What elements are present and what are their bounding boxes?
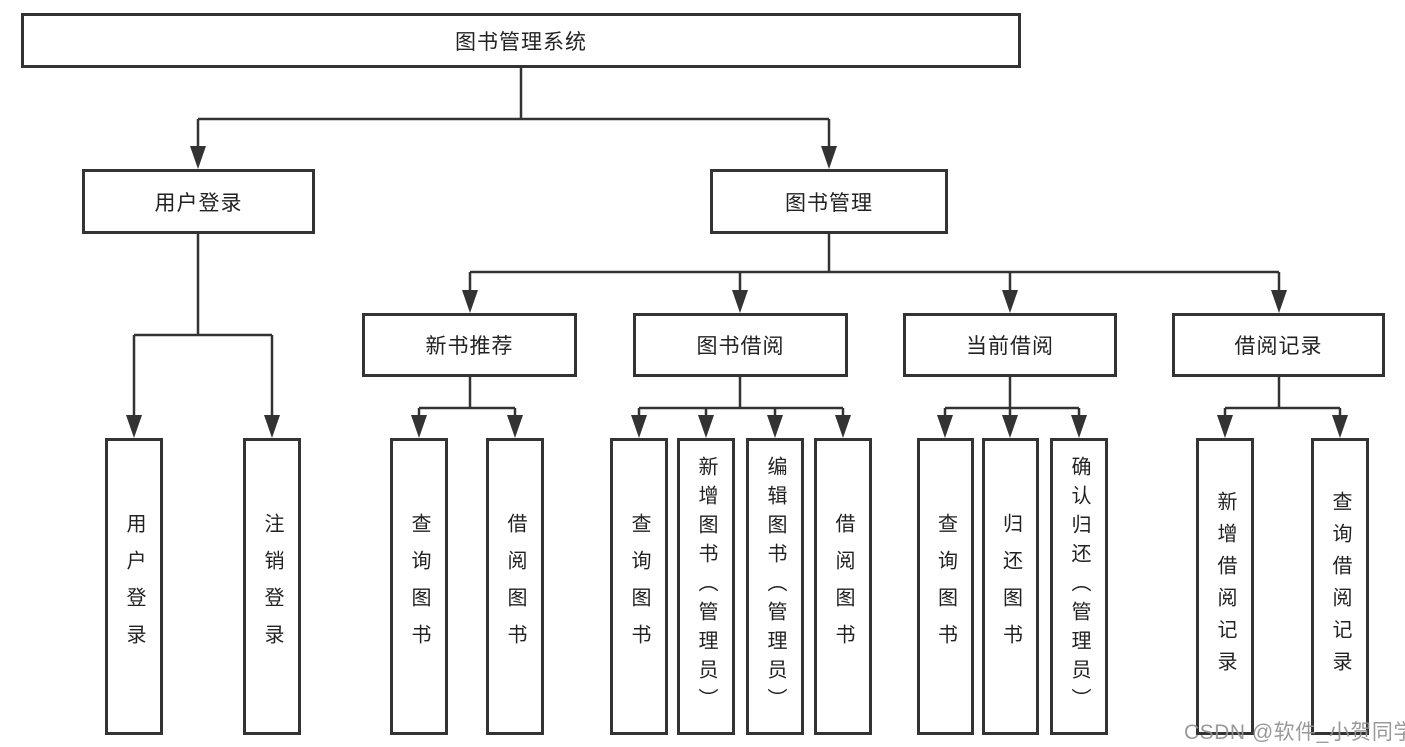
node-book-borrow: 图书借阅 xyxy=(633,313,848,377)
edge-new-book-recommend-to-children xyxy=(417,377,517,424)
leaf-query-books-current: 查询图书 xyxy=(917,438,974,735)
leaf-user-login: 用户登录 xyxy=(105,438,163,735)
leaf-add-borrow-record: 新增借阅记录 xyxy=(1196,438,1254,735)
leaf-add-book-admin: 新增图书（管理员） xyxy=(677,438,735,735)
edge-borrow-records-to-children xyxy=(1223,377,1342,424)
edge-book-management-to-level3 xyxy=(468,234,1281,298)
leaf-edit-book-admin: 编辑图书（管理员） xyxy=(746,438,804,735)
leaf-query-books-borrow: 查询图书 xyxy=(610,438,668,735)
leaf-logout-login: 注销登录 xyxy=(243,438,301,735)
edge-root-to-level2 xyxy=(196,68,831,153)
leaf-query-books-recommend: 查询图书 xyxy=(390,438,448,735)
leaf-borrow-books-recommend: 借阅图书 xyxy=(486,438,544,735)
node-user-login: 用户登录 xyxy=(82,169,315,234)
edge-book-borrow-to-children xyxy=(637,377,845,424)
edge-current-borrow-to-children xyxy=(943,377,1081,424)
leaf-borrow-books: 借阅图书 xyxy=(814,438,872,735)
node-library-management-system: 图书管理系统 xyxy=(21,13,1021,68)
node-current-borrow: 当前借阅 xyxy=(903,313,1117,377)
node-book-management: 图书管理 xyxy=(710,169,948,234)
leaf-return-book: 归还图书 xyxy=(982,438,1039,735)
node-new-book-recommend: 新书推荐 xyxy=(362,313,577,377)
node-borrow-records: 借阅记录 xyxy=(1172,313,1385,377)
edge-user-login-to-children xyxy=(132,234,274,424)
leaf-confirm-return-admin: 确认归还（管理员） xyxy=(1050,438,1108,735)
leaf-query-borrow-record: 查询借阅记录 xyxy=(1311,438,1369,735)
csdn-watermark: CSDN @软件_小贺同学 xyxy=(1184,721,1405,744)
